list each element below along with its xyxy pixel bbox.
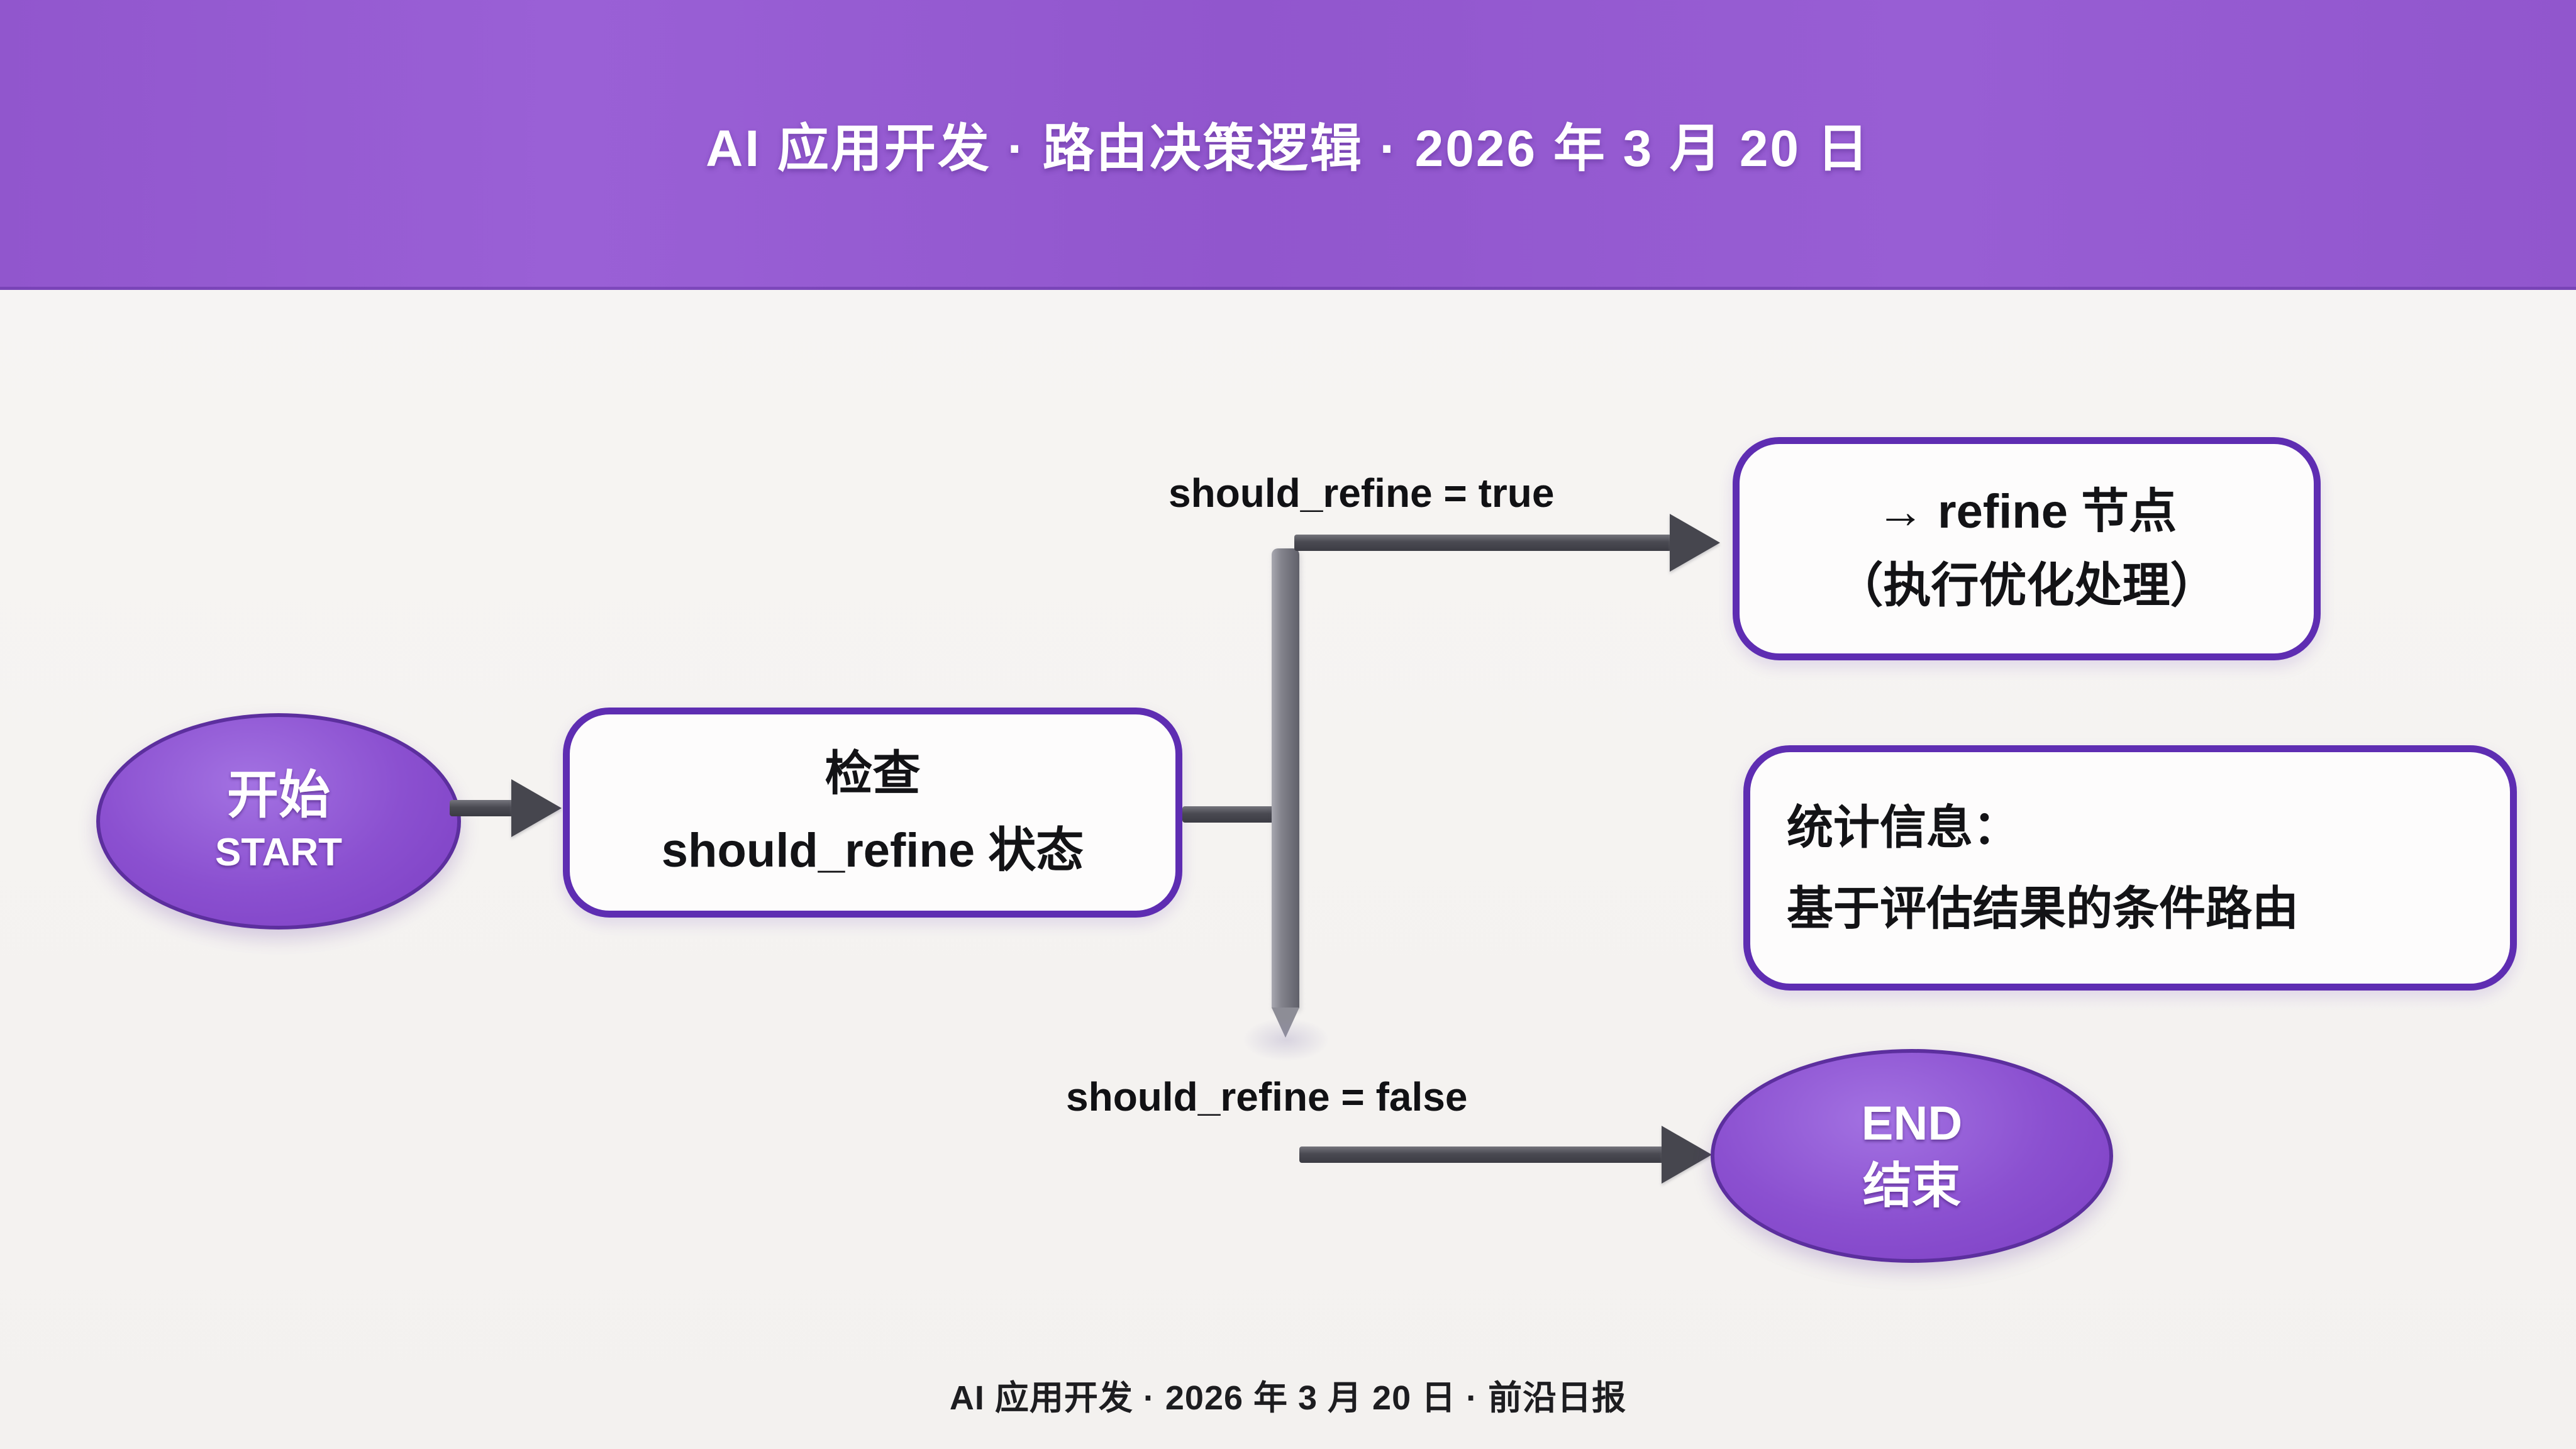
decision-node-line2: should_refine 状态 [661,824,1084,877]
refine-node-line1: → refine 节点 [1876,484,2177,538]
refine-node: → refine 节点 （执行优化处理） [1733,437,2321,660]
arrow-right-icon [1670,514,1720,572]
arrow-true-branch-shaft [1294,535,1672,551]
note-node-line2: 基于评估结果的条件路由 [1787,882,2299,935]
note-node: 统计信息： 基于评估结果的条件路由 [1743,745,2517,991]
start-node-title: 开始 [226,766,330,824]
false-condition-label: should_refine = false [1066,1074,1468,1119]
branch-bar-shadow [1242,1018,1330,1062]
arrow-right-icon [1662,1126,1712,1184]
note-node-line1: 统计信息： [1787,801,2019,853]
true-condition-label: should_refine = true [1169,470,1555,516]
end-node-title: END [1861,1096,1963,1150]
end-node-subtitle: 结束 [1862,1157,1961,1213]
refine-node-line2: （执行优化处理） [1835,558,2218,613]
decision-node-line1: 检查 [824,747,921,801]
page-title: AI 应用开发 · 路由决策逻辑 · 2026 年 3 月 20 日 [706,119,1870,177]
arrow-down-icon [1272,1008,1299,1038]
start-node-subtitle: START [214,830,343,874]
decision-node: 检查 should_refine 状态 [563,708,1182,918]
arrow-start-to-decision-shaft [450,800,514,816]
footer-caption: AI 应用开发 · 2026 年 3 月 20 日 · 前沿日报 [949,1379,1627,1417]
arrow-right-icon [511,779,562,837]
header-banner: AI 应用开发 · 路由决策逻辑 · 2026 年 3 月 20 日 [0,0,2576,290]
start-node: 开始 START [96,713,461,930]
arrow-false-branch-shaft [1299,1146,1664,1163]
branch-vertical-bar [1272,548,1299,1009]
end-node: END 结束 [1711,1049,2113,1263]
